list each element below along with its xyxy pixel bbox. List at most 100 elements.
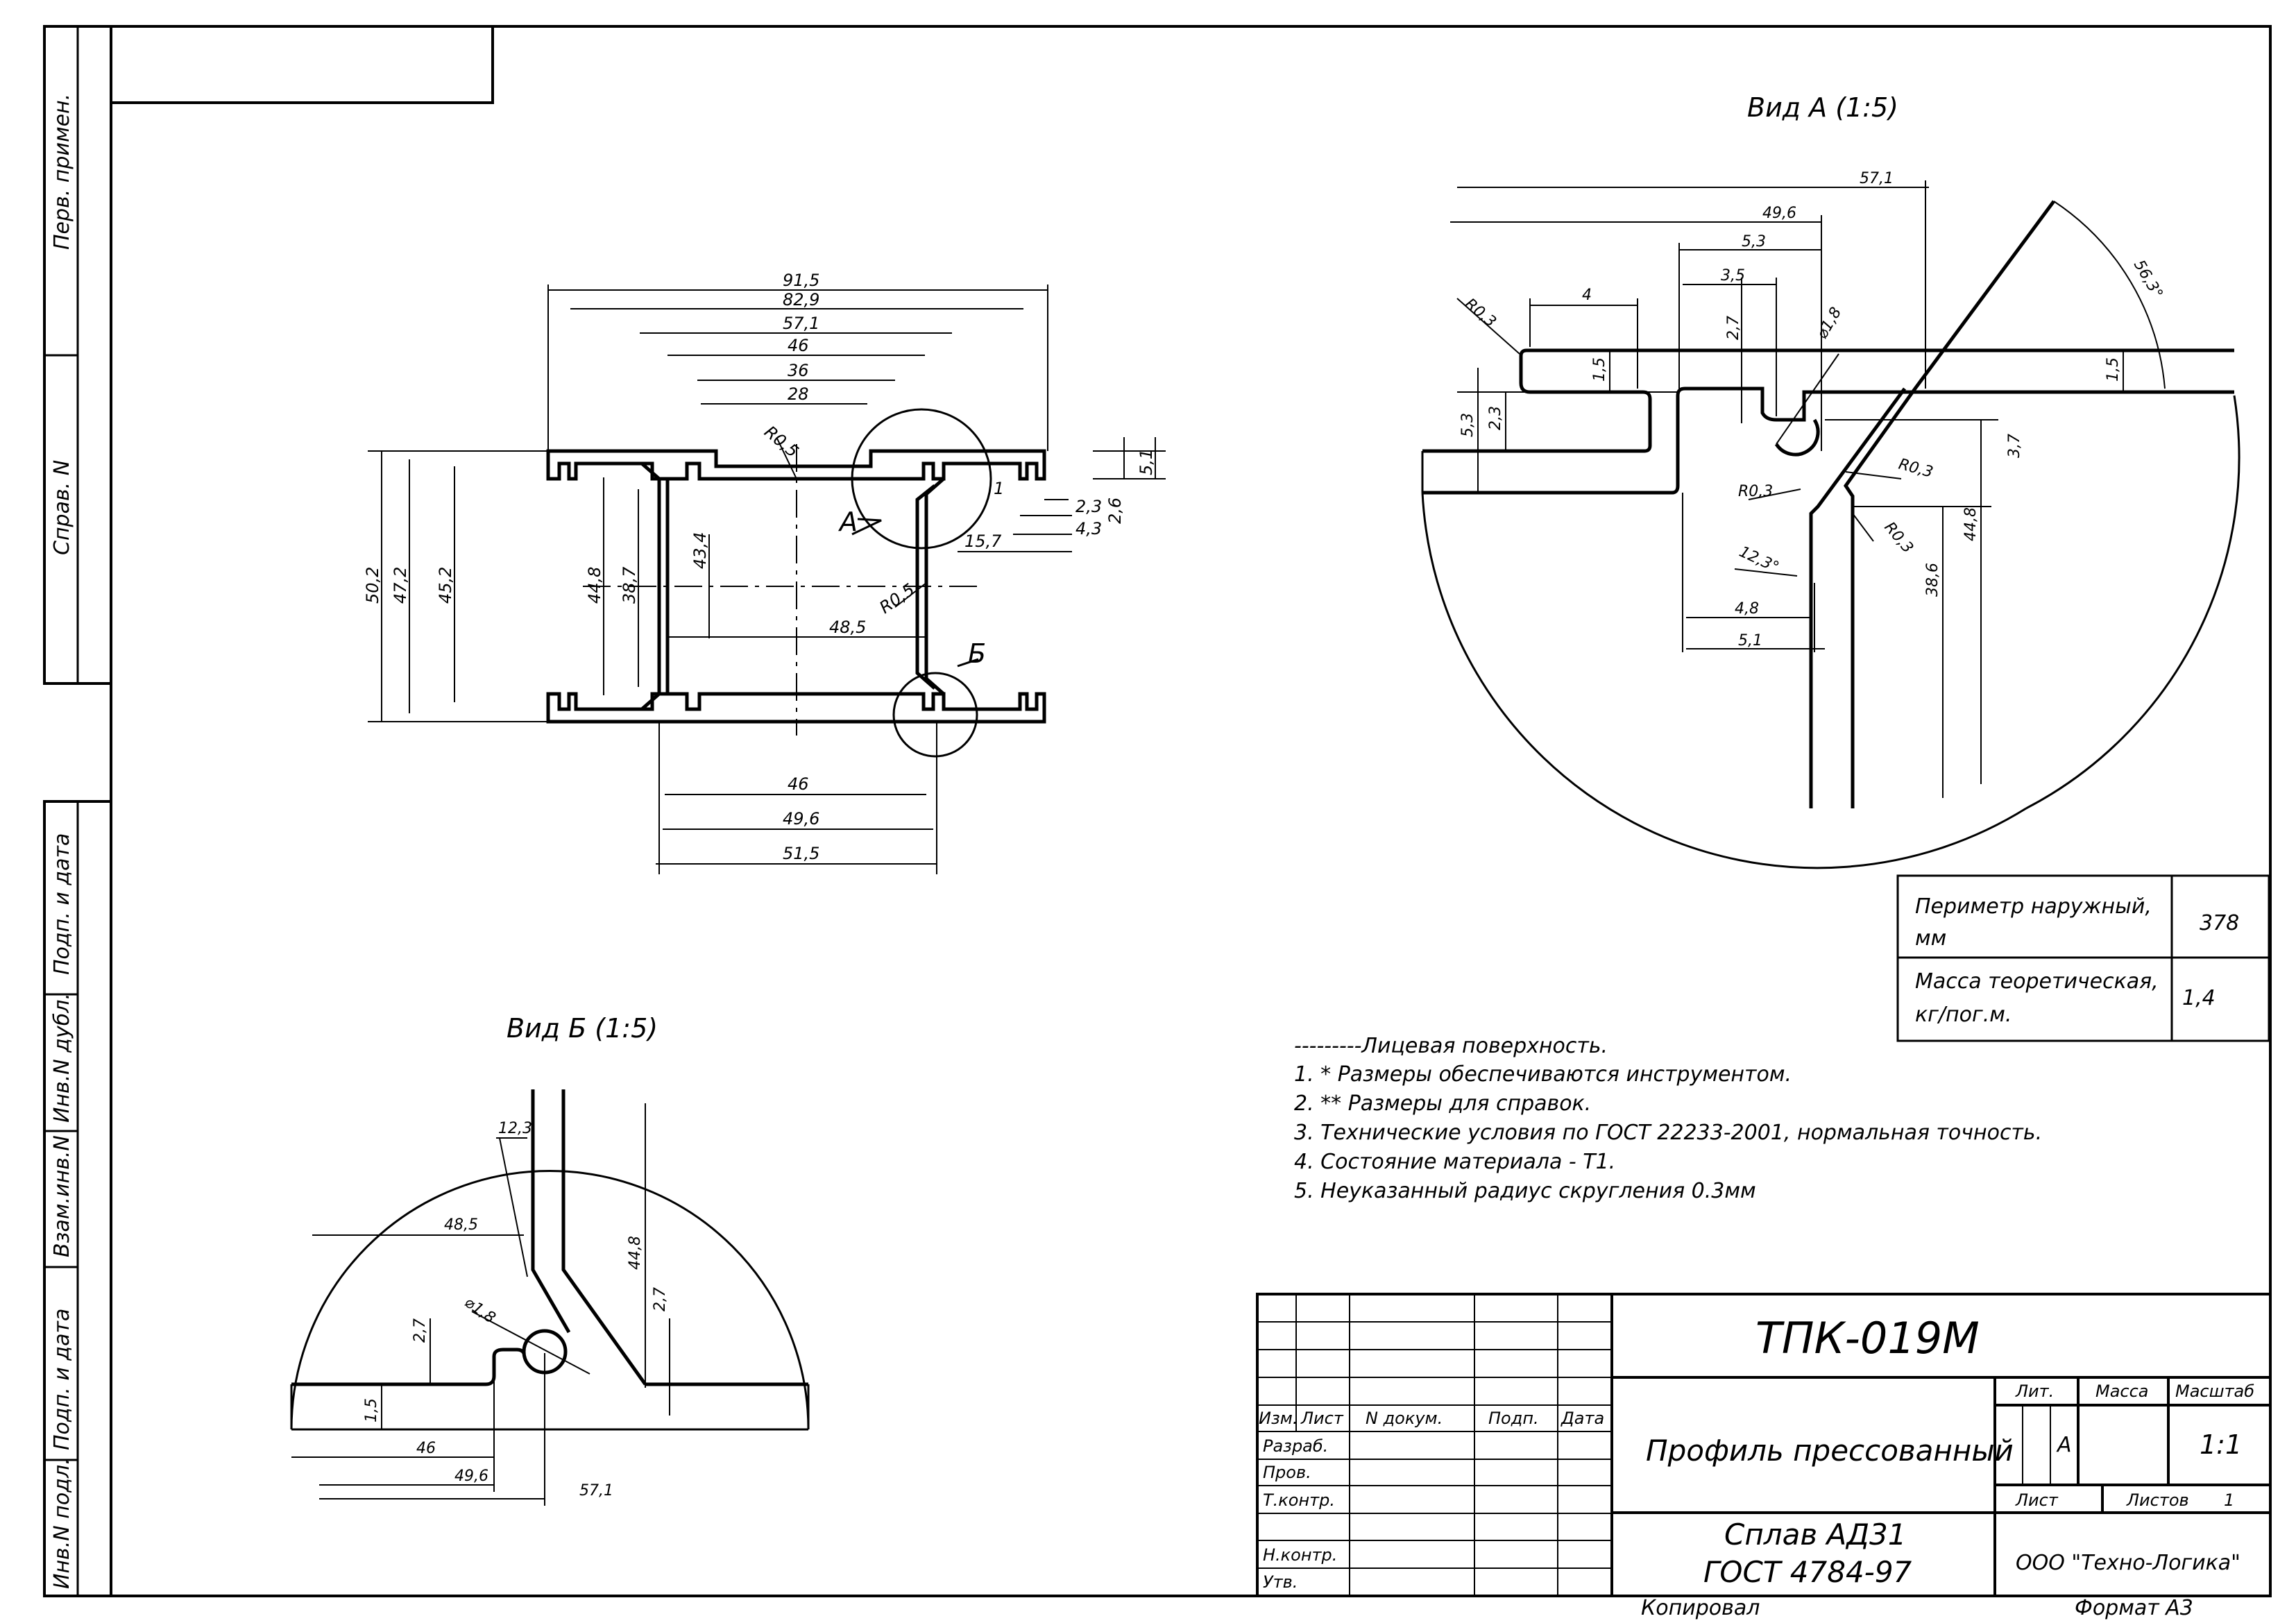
format-label: Формат А3 bbox=[2075, 1596, 2193, 1620]
dim-text: 2,7 bbox=[411, 1318, 429, 1343]
dim-text: 46 bbox=[788, 336, 809, 355]
row-razrab: Разраб. bbox=[1263, 1436, 1328, 1456]
dim-text: 36 bbox=[788, 361, 809, 380]
col-izm: Изм. bbox=[1259, 1409, 1298, 1428]
designation: ТПК-019М bbox=[1755, 1313, 1980, 1363]
detail-circles bbox=[851, 408, 992, 758]
dim-text: 57,1 bbox=[783, 314, 819, 333]
dim-text: 2,7 bbox=[652, 1287, 669, 1311]
col-podp: Подп. bbox=[1488, 1409, 1539, 1428]
dim-text: 57,1 bbox=[1860, 170, 1894, 187]
sheets-count: 1 bbox=[2224, 1490, 2234, 1510]
dim-text: 15,7 bbox=[964, 532, 1002, 551]
dim-text: 46 bbox=[788, 774, 809, 794]
side-stamp-label: Перв. примен. bbox=[50, 94, 74, 250]
dim-text: 12,3 bbox=[498, 1120, 532, 1137]
view-a: Вид А (1:5) bbox=[1421, 92, 2240, 869]
side-stamp-label: Справ. N bbox=[50, 460, 74, 555]
dim-text: 1 bbox=[994, 479, 1004, 498]
dim-text: R0,3 bbox=[1896, 456, 1934, 482]
dim-text: 47,2 bbox=[391, 567, 410, 604]
profile-outline bbox=[546, 449, 1046, 724]
side-stamp-label: Подп. и дата bbox=[50, 833, 74, 975]
view-b-boundary bbox=[290, 1170, 810, 1431]
dimension-lines bbox=[368, 284, 1166, 874]
dim-text: 2,6 bbox=[1105, 498, 1125, 524]
company-name: ООО "Техно-Логика" bbox=[2016, 1551, 2240, 1575]
property-value: 378 bbox=[2200, 911, 2239, 935]
dim-text: 45,2 bbox=[436, 567, 455, 604]
dim-text: 43,4 bbox=[690, 532, 710, 569]
dim-text: 44,8 bbox=[1962, 507, 1980, 541]
dim-text: 44,8 bbox=[585, 567, 604, 604]
note-line: 2. ** Размеры для справок. bbox=[1294, 1091, 1591, 1116]
dim-text: 1,5 bbox=[2104, 357, 2122, 382]
col-data: Дата bbox=[1561, 1409, 1604, 1428]
letter-value: А bbox=[2056, 1433, 2072, 1457]
note-line: 3. Технические условия по ГОСТ 22233-200… bbox=[1294, 1121, 2042, 1145]
row-tkontr: Т.контр. bbox=[1263, 1490, 1335, 1510]
dim-text: R0,3 bbox=[1738, 483, 1773, 500]
header-lit: Лит. bbox=[2015, 1382, 2054, 1401]
dim-text: 5,3 bbox=[1742, 233, 1766, 250]
centerlines bbox=[583, 444, 978, 736]
dim-text: 2,3 bbox=[1075, 497, 1102, 516]
property-label: Периметр наружный, bbox=[1915, 894, 2152, 919]
technical-notes: ---------Лицевая поверхность. 1. * Разме… bbox=[1294, 1034, 2042, 1203]
dim-text: 3,5 bbox=[1721, 267, 1745, 284]
scale-value: 1:1 bbox=[2200, 1429, 2242, 1460]
dim-text: 50,2 bbox=[363, 567, 382, 604]
property-label: мм bbox=[1915, 926, 1946, 951]
dim-text: ⌀1,8 bbox=[1814, 305, 1846, 342]
side-stamp-label: Взам.инв.N bbox=[50, 1135, 74, 1257]
material-standard: ГОСТ 4784-97 bbox=[1703, 1555, 1912, 1589]
col-list: Лист bbox=[1300, 1409, 1344, 1428]
view-b-dim-lines bbox=[291, 1103, 670, 1506]
note-line: 4. Состояние материала - Т1. bbox=[1294, 1150, 1615, 1174]
dim-text: 44,8 bbox=[627, 1236, 644, 1270]
header-masshtab: Масштаб bbox=[2175, 1382, 2254, 1401]
dim-text: R0,3 bbox=[1461, 295, 1499, 330]
dim-text: 38,6 bbox=[1924, 563, 1941, 597]
properties-table: Периметр наружный, мм 378 Масса теоретич… bbox=[1896, 874, 2270, 1042]
dim-text: 3,7 bbox=[2006, 434, 2023, 458]
dim-text: 4 bbox=[1582, 287, 1592, 304]
header-massa: Масса bbox=[2095, 1382, 2149, 1401]
dim-text: 46 bbox=[416, 1440, 436, 1457]
note-line: 1. * Размеры обеспечиваются инструментом… bbox=[1294, 1062, 1792, 1087]
material: Сплав АД31 bbox=[1724, 1518, 1906, 1552]
dim-text: 48,5 bbox=[444, 1216, 478, 1234]
dim-text: 4,8 bbox=[1735, 600, 1759, 618]
dim-text: 48,5 bbox=[829, 618, 866, 637]
side-stamp-label: Подп. и дата bbox=[50, 1309, 74, 1450]
dim-text: 51,5 bbox=[783, 844, 819, 863]
side-stamp-label: Инв.N подл. bbox=[50, 1458, 74, 1589]
view-a-dim-lines bbox=[1450, 180, 2166, 798]
callout-b: Б bbox=[968, 638, 986, 669]
dim-text: 5,1 bbox=[1738, 632, 1762, 649]
dim-text: 4,3 bbox=[1075, 519, 1102, 538]
dim-text: 49,6 bbox=[454, 1468, 488, 1485]
dim-text: 82,9 bbox=[783, 290, 819, 309]
sheet-label: Лист bbox=[2015, 1490, 2059, 1510]
dim-text: 91,5 bbox=[783, 271, 819, 290]
side-stamp: Перв. примен. Справ. N Подп. и дата Инв.… bbox=[50, 94, 74, 1589]
product-name: Профиль прессованный bbox=[1646, 1434, 2014, 1468]
view-b: Вид Б (1:5) bbox=[290, 1013, 810, 1506]
dim-text: R0,5 bbox=[876, 580, 918, 618]
col-ndok: N докум. bbox=[1366, 1409, 1443, 1428]
view-a-title: Вид А (1:5) bbox=[1747, 92, 1898, 123]
dim-text: 5,1 bbox=[1137, 449, 1156, 475]
view-b-dim-texts: 12,3 48,5 44,8 2,7 ⌀1,8 2,7 1,5 46 49,6 … bbox=[363, 1120, 669, 1499]
view-b-profile bbox=[291, 1089, 808, 1386]
copied-by-label: Копировал bbox=[1641, 1596, 1760, 1620]
side-stamp-label: Инв.N дубл. bbox=[50, 993, 74, 1123]
dim-text: 49,6 bbox=[783, 809, 819, 829]
property-label: кг/пог.м. bbox=[1915, 1003, 2012, 1027]
dim-text: 1,5 bbox=[1591, 357, 1608, 382]
property-label: Масса теоретическая, bbox=[1915, 969, 2159, 994]
dim-text: 2,3 bbox=[1487, 406, 1504, 430]
title-block: ТПК-019М Профиль прессованный Сплав АД31… bbox=[1256, 1293, 2272, 1597]
dim-text: 38,7 bbox=[620, 566, 639, 604]
